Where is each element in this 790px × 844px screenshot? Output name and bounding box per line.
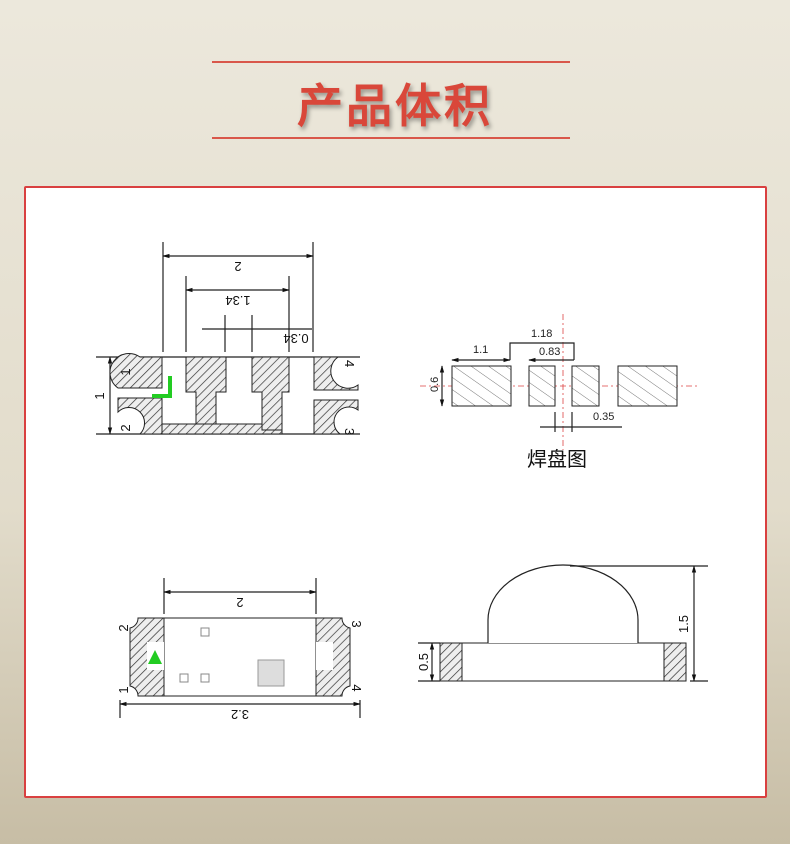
title-rule-top xyxy=(212,61,570,63)
dim-gap: 0.34 xyxy=(283,331,308,346)
pad-layout: 1.1 1.18 0.83 0.6 0.35 焊盘图 xyxy=(420,314,700,471)
dim-width: 2 xyxy=(234,259,241,274)
page-title: 产品体积 xyxy=(297,79,493,133)
pin-2-bottom: 2 xyxy=(116,624,131,631)
bottom-view: 2 3.2 2 3 1 4 xyxy=(116,578,364,722)
dim-pitch: 1.18 xyxy=(531,328,552,340)
pin-1: 1 xyxy=(118,368,133,375)
pin-3-bottom: 3 xyxy=(349,620,364,627)
top-view: 2 1.34 0.34 1 1 2 3 4 xyxy=(92,242,360,435)
dim-pad-width: 1.1 xyxy=(473,344,488,356)
chip-die-icon xyxy=(257,659,285,687)
pad-layout-caption: 焊盘图 xyxy=(527,447,587,471)
dim-inner-pad: 0.83 xyxy=(539,346,560,358)
dim-side-height: 1.5 xyxy=(676,615,691,633)
title-rule-bottom xyxy=(212,137,570,139)
pin-4: 4 xyxy=(342,360,357,367)
dim-base: 0.5 xyxy=(416,653,431,671)
dim-inner: 1.34 xyxy=(225,293,250,308)
dim-pad-height: 0.6 xyxy=(429,377,441,392)
polarity-triangle-icon xyxy=(148,650,162,664)
dim-gap-pad: 0.35 xyxy=(593,411,614,423)
dim-total: 3.2 xyxy=(231,707,249,722)
polarity-mark-icon xyxy=(152,376,172,398)
pin-3: 3 xyxy=(342,428,357,435)
pin-1-bottom: 1 xyxy=(116,686,131,693)
pin-4-bottom: 4 xyxy=(349,684,364,691)
dim-body: 2 xyxy=(236,595,243,610)
pin-2: 2 xyxy=(118,424,133,431)
side-view: 1.5 0.5 xyxy=(416,564,708,682)
dim-height: 1 xyxy=(92,392,107,399)
